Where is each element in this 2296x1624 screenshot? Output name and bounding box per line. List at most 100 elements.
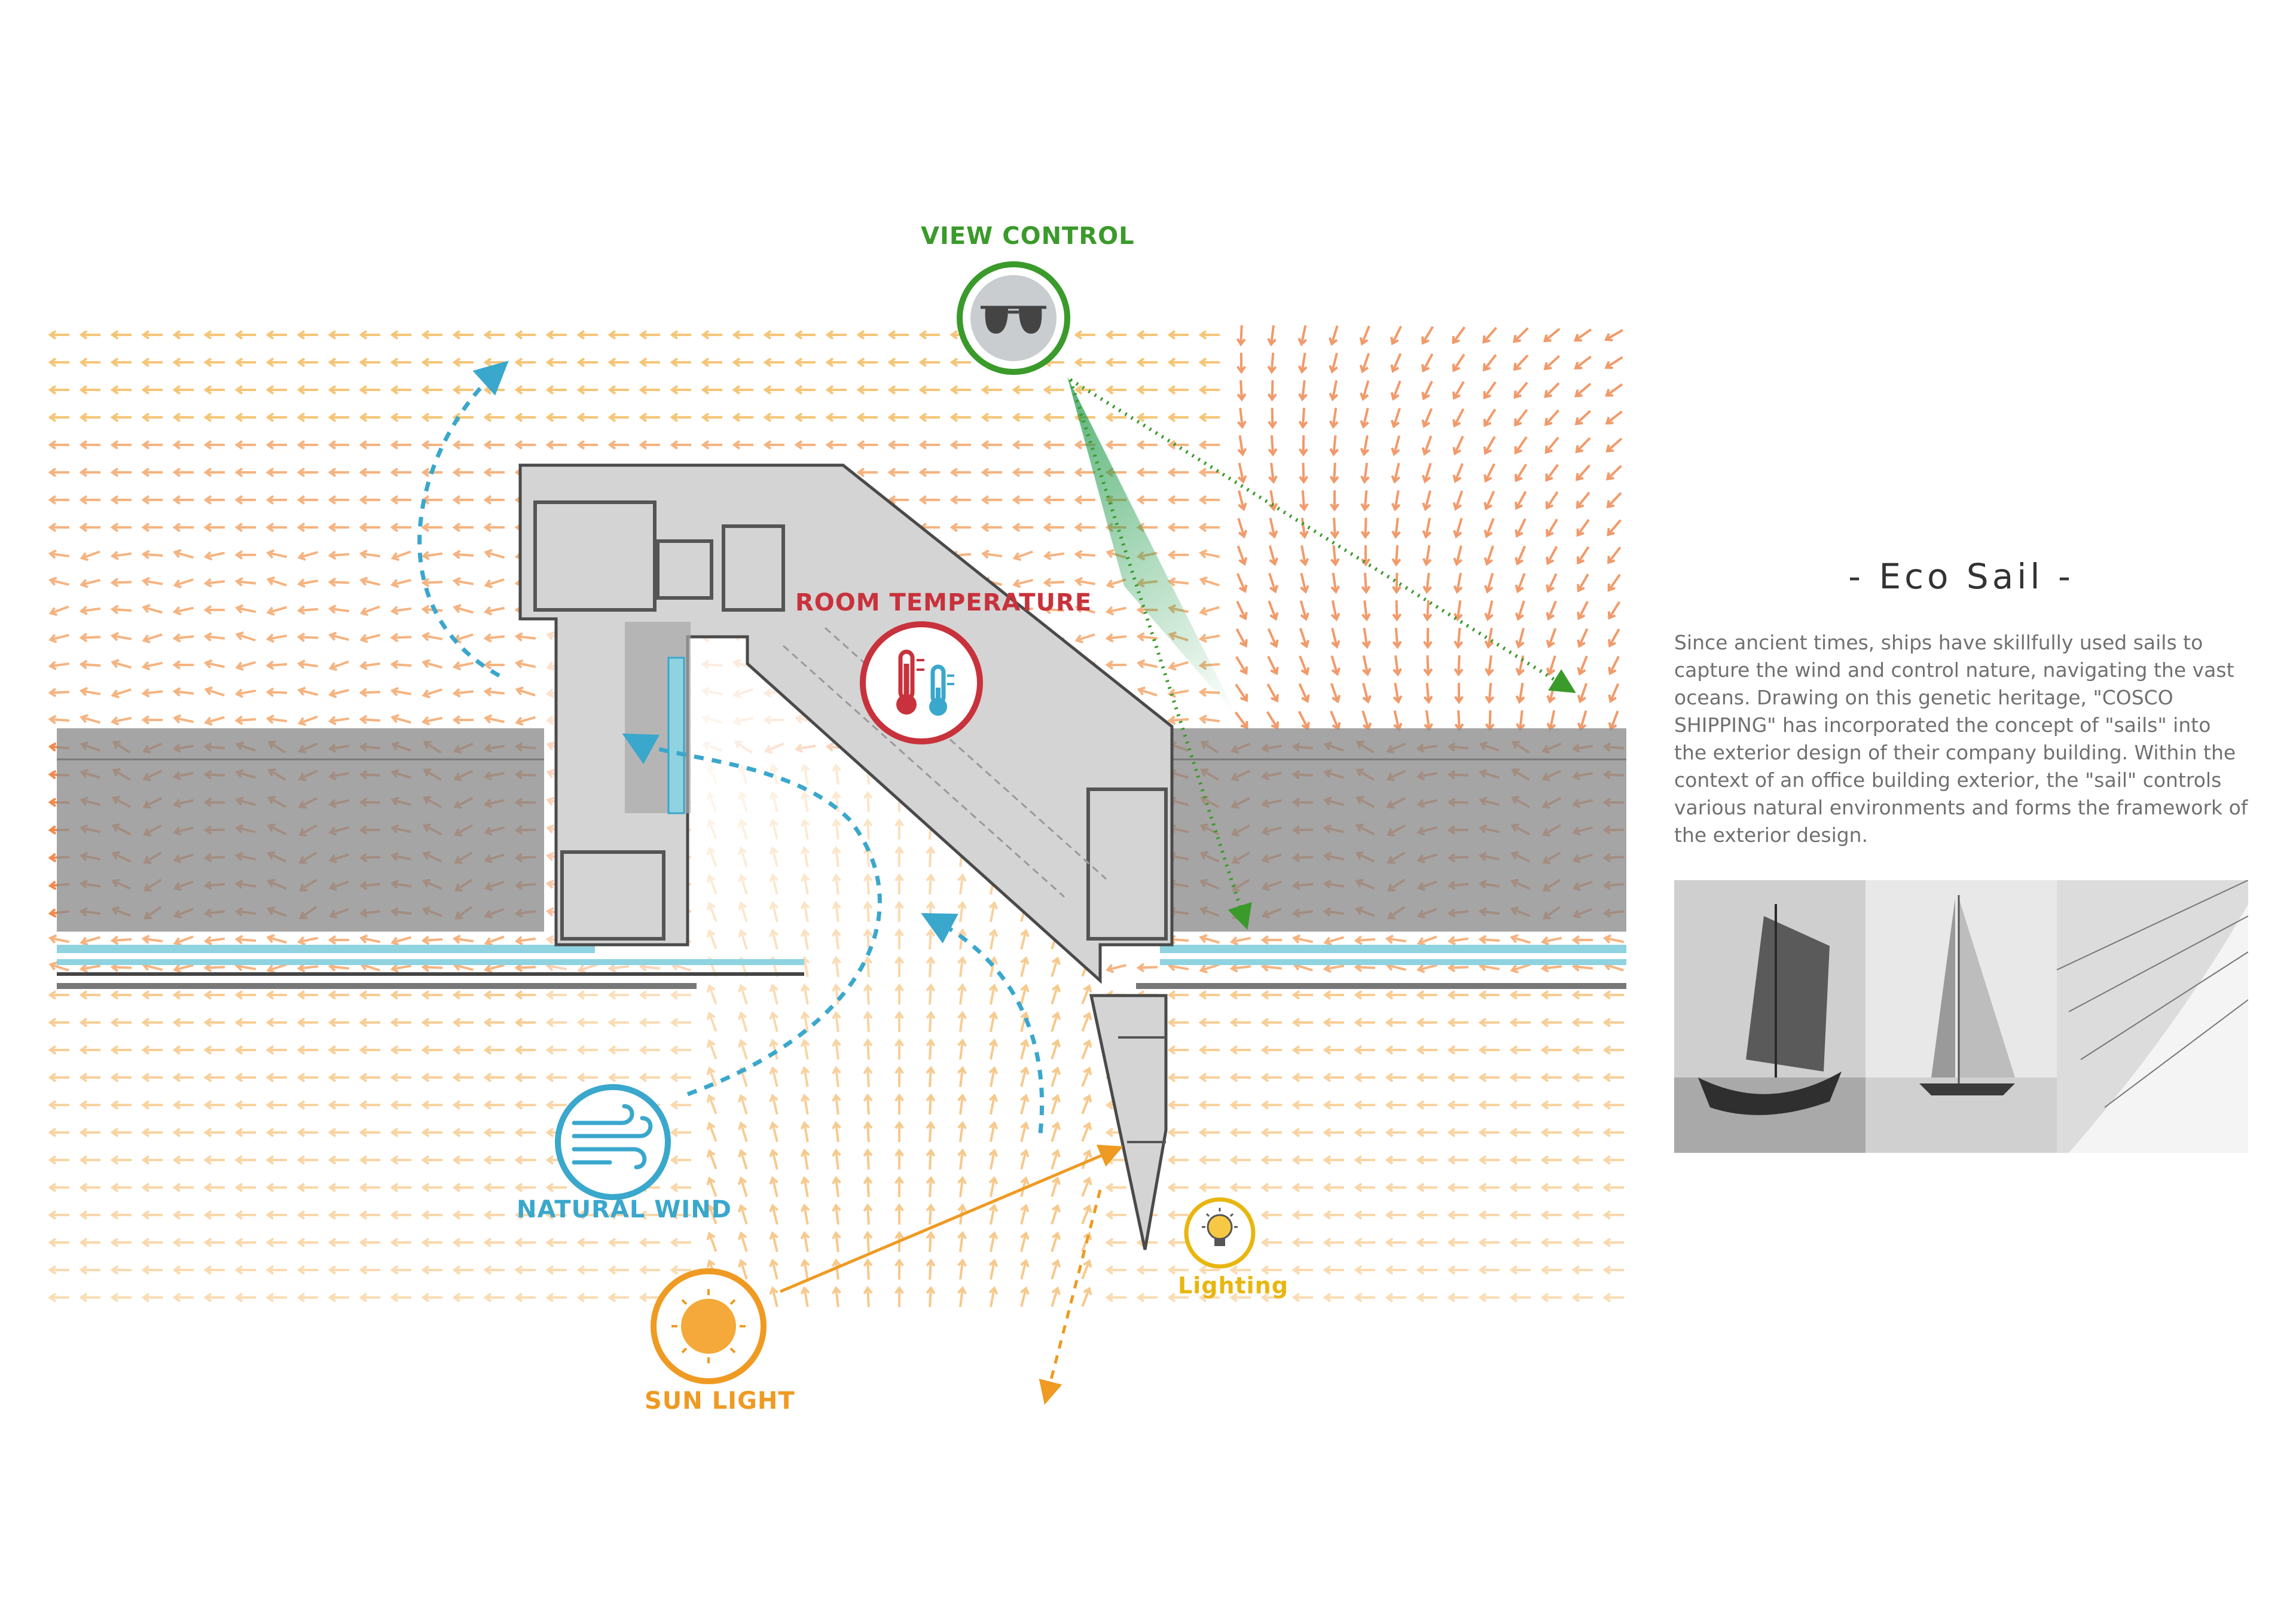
wind-vector-arrow xyxy=(173,549,194,559)
wind-vector-arrow xyxy=(328,1210,349,1220)
wind-vector-arrow xyxy=(1478,1293,1500,1302)
wind-vector-arrow xyxy=(483,1100,505,1110)
wind-vector-arrow xyxy=(918,440,940,450)
wind-vector-arrow xyxy=(1199,606,1220,616)
wind-vector-arrow xyxy=(1297,710,1310,731)
wind-vector-arrow xyxy=(79,1210,100,1220)
wind-vector-arrow xyxy=(173,935,194,947)
wind-vector-arrow xyxy=(79,1100,100,1110)
wind-vector-arrow xyxy=(79,358,100,367)
wind-vector-arrow xyxy=(1577,573,1589,593)
wind-vector-arrow xyxy=(1605,465,1622,481)
wind-vector-arrow xyxy=(1576,518,1590,537)
wind-vector-arrow xyxy=(172,1265,194,1275)
wind-vector-arrow xyxy=(1391,545,1402,567)
wind-vector-arrow xyxy=(1385,1238,1406,1247)
sailboat-photo xyxy=(1866,880,2057,1153)
wind-vector-arrow xyxy=(1081,1176,1092,1197)
wind-vector-arrow xyxy=(48,634,69,643)
wind-vector-arrow xyxy=(141,715,163,725)
wind-vector-arrow xyxy=(1453,545,1463,566)
wind-vector-arrow xyxy=(80,714,100,724)
wind-vector-arrow xyxy=(1323,1128,1344,1137)
wind-vector-arrow xyxy=(79,963,101,973)
wind-vector-arrow xyxy=(203,1293,225,1302)
wind-vector-arrow xyxy=(48,1018,69,1027)
wind-vector-arrow xyxy=(203,551,225,561)
wind-vector-arrow xyxy=(514,1183,536,1192)
wind-vector-arrow xyxy=(1329,462,1339,484)
wind-vector-arrow xyxy=(110,1210,132,1220)
wind-vector-arrow xyxy=(1602,1238,1624,1247)
wind-vector-arrow xyxy=(887,330,909,340)
wind-vector-arrow xyxy=(203,1045,225,1055)
wind-vector-arrow xyxy=(452,330,474,340)
wind-vector-arrow xyxy=(1105,413,1126,422)
wind-vector-arrow xyxy=(297,551,318,561)
wind-vector-arrow xyxy=(1447,1128,1468,1137)
wind-vector-arrow xyxy=(452,385,474,395)
wind-vector-arrow xyxy=(1260,1018,1282,1027)
wind-vector-arrow xyxy=(763,413,784,422)
wind-vector-arrow xyxy=(1540,990,1562,1000)
wind-vector-arrow xyxy=(1298,407,1308,429)
wind-vector-arrow xyxy=(794,440,816,450)
wind-vector-arrow xyxy=(981,550,1003,559)
wind-vector-arrow xyxy=(297,358,318,367)
wind-vector-arrow xyxy=(110,551,132,560)
wind-vector-arrow xyxy=(421,551,443,560)
wind-vector-arrow xyxy=(234,1183,256,1192)
wind-vector-arrow xyxy=(1422,600,1433,622)
wind-vector-arrow xyxy=(1136,495,1158,505)
wind-vector-arrow xyxy=(732,413,753,422)
wind-vector-arrow xyxy=(1297,325,1308,347)
wind-vector-arrow xyxy=(1167,440,1189,450)
wind-vector-arrow xyxy=(1509,1183,1531,1192)
wind-vector-arrow xyxy=(1074,495,1095,505)
lighting-icon xyxy=(1184,1197,1256,1269)
wind-vector-arrow xyxy=(926,1258,936,1280)
wind-vector-arrow xyxy=(234,1293,256,1302)
wind-vector-arrow xyxy=(1540,936,1562,946)
wind-vector-arrow xyxy=(328,1293,349,1302)
wind-vector-arrow xyxy=(297,1100,318,1110)
wind-vector-arrow xyxy=(265,1073,287,1082)
wind-vector-arrow xyxy=(670,330,691,340)
wind-vector-arrow xyxy=(1267,325,1277,347)
wind-vector-arrow xyxy=(1608,655,1620,676)
wind-vector-arrow xyxy=(79,1155,100,1165)
wind-vector-arrow xyxy=(1043,385,1064,395)
wind-vector-arrow xyxy=(1167,330,1189,340)
wind-vector-arrow xyxy=(483,660,505,670)
wind-vector-arrow xyxy=(235,631,256,642)
wind-vector-arrow xyxy=(981,413,1002,422)
wind-vector-arrow xyxy=(1167,577,1189,587)
wind-vector-arrow xyxy=(452,688,474,698)
wind-vector-arrow xyxy=(48,330,69,340)
wind-vector-arrow xyxy=(514,440,536,450)
wind-vector-arrow xyxy=(483,1210,505,1220)
wind-vector-arrow xyxy=(421,495,442,505)
wind-vector-arrow xyxy=(421,1183,442,1192)
wind-vector-arrow xyxy=(110,578,132,588)
wind-vector-arrow xyxy=(110,1293,132,1302)
wind-vector-arrow xyxy=(1105,1210,1126,1220)
wind-vector-arrow xyxy=(297,632,319,642)
sidebar-description: Since ancient times, ships have skillful… xyxy=(1674,631,2248,847)
wind-vector-arrow xyxy=(203,358,225,367)
wind-vector-arrow xyxy=(1229,1045,1251,1055)
wind-vector-arrow xyxy=(1608,683,1620,703)
wind-vector-arrow xyxy=(1571,1100,1593,1110)
wind-vector-arrow xyxy=(1136,963,1158,973)
wind-vector-arrow xyxy=(1234,712,1248,729)
wind-vector-arrow xyxy=(1105,1265,1126,1275)
wind-vector-arrow xyxy=(110,1100,132,1110)
wind-vector-arrow xyxy=(265,1155,287,1165)
wind-vector-arrow xyxy=(1105,1183,1126,1192)
wind-vector-arrow xyxy=(576,440,598,450)
wind-vector-arrow xyxy=(390,963,412,973)
wind-vector-arrow xyxy=(1198,523,1220,532)
wind-vector-arrow xyxy=(1199,576,1220,587)
wind-vector-arrow xyxy=(297,1238,318,1247)
wind-vector-arrow xyxy=(670,1265,691,1275)
